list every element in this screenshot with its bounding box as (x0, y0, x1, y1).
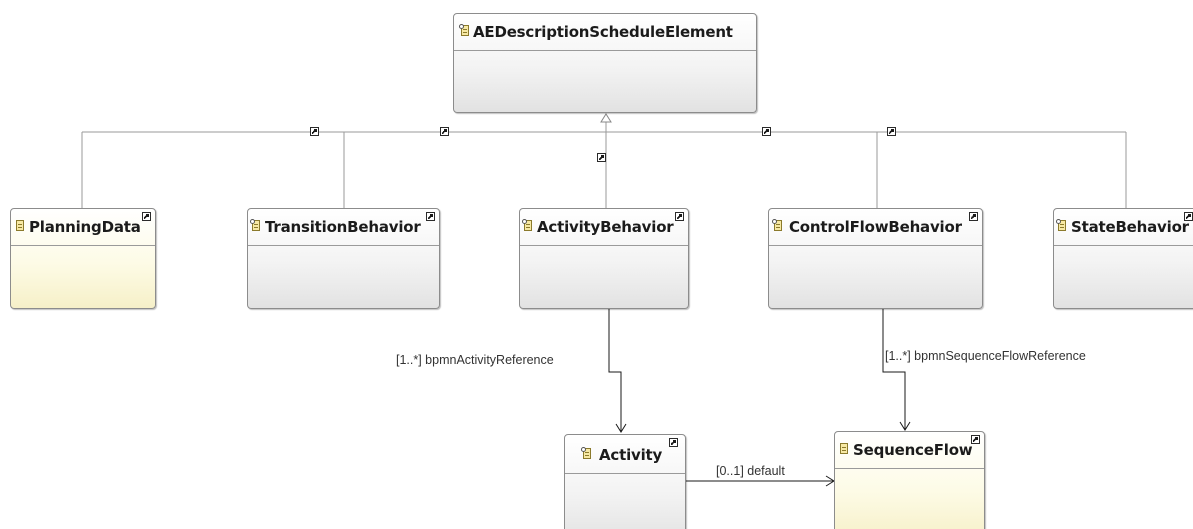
shortcut-arrow-icon[interactable] (887, 127, 896, 136)
abstract-class-icon (459, 24, 471, 38)
reference-label-default: [0..1] default (716, 464, 785, 478)
shortcut-arrow-icon[interactable] (762, 127, 771, 136)
abstract-class-icon (250, 219, 262, 233)
abstract-class-icon (1056, 219, 1068, 233)
shortcut-arrow-icon[interactable] (597, 153, 606, 162)
class-name: ControlFlowBehavior (789, 218, 962, 236)
class-header: TransitionBehavior (248, 209, 439, 246)
shortcut-arrow-icon[interactable] (426, 212, 435, 221)
abstract-class-icon (581, 447, 593, 461)
shortcut-arrow-icon[interactable] (142, 212, 151, 221)
class-header: AEDescriptionScheduleElement (454, 14, 756, 51)
class-planning-data[interactable]: PlanningData (10, 208, 156, 309)
class-header: ActivityBehavior (520, 209, 688, 246)
class-name: PlanningData (29, 218, 141, 236)
shortcut-arrow-icon[interactable] (971, 435, 980, 444)
class-icon (14, 219, 26, 233)
class-activity[interactable]: Activity (564, 434, 686, 529)
class-activity-behavior[interactable]: ActivityBehavior (519, 208, 689, 309)
class-icon (838, 442, 850, 456)
class-header: StateBehavior (1054, 209, 1193, 246)
class-header: SequenceFlow (835, 432, 984, 469)
shortcut-arrow-icon[interactable] (440, 127, 449, 136)
class-ae-description-schedule-element[interactable]: AEDescriptionScheduleElement (453, 13, 757, 113)
arrowhead-sequence-flow-reference (899, 421, 911, 431)
reference-label-bpmn-sequence-flow: [1..*] bpmnSequenceFlowReference (885, 349, 1086, 363)
class-name: ActivityBehavior (537, 218, 674, 236)
class-name: Activity (599, 446, 663, 464)
class-sequence-flow[interactable]: SequenceFlow (834, 431, 985, 529)
reference-edge-bpmn-activity[interactable] (608, 308, 622, 432)
shortcut-arrow-icon[interactable] (675, 212, 684, 221)
generalization-arrowhead (600, 113, 612, 123)
shortcut-arrow-icon[interactable] (969, 212, 978, 221)
class-name: StateBehavior (1071, 218, 1189, 236)
reference-edge-bpmn-sequence-flow[interactable] (882, 308, 906, 430)
shortcut-arrow-icon[interactable] (669, 438, 678, 447)
class-control-flow-behavior[interactable]: ControlFlowBehavior (768, 208, 983, 309)
class-name: SequenceFlow (853, 441, 973, 459)
class-header: PlanningData (11, 209, 155, 246)
class-name: AEDescriptionScheduleElement (473, 23, 733, 41)
abstract-class-icon (522, 219, 534, 233)
abstract-class-icon (772, 219, 784, 233)
reference-label-bpmn-activity: [1..*] bpmnActivityReference (396, 353, 554, 367)
generalization-edges (81, 113, 1127, 208)
shortcut-arrow-icon[interactable] (1184, 212, 1193, 221)
arrowhead-activity-reference (615, 423, 627, 433)
class-transition-behavior[interactable]: TransitionBehavior (247, 208, 440, 309)
class-header: ControlFlowBehavior (769, 209, 982, 246)
shortcut-arrow-icon[interactable] (310, 127, 319, 136)
class-state-behavior[interactable]: StateBehavior (1053, 208, 1193, 309)
class-name: TransitionBehavior (265, 218, 421, 236)
class-header: Activity (565, 435, 685, 474)
